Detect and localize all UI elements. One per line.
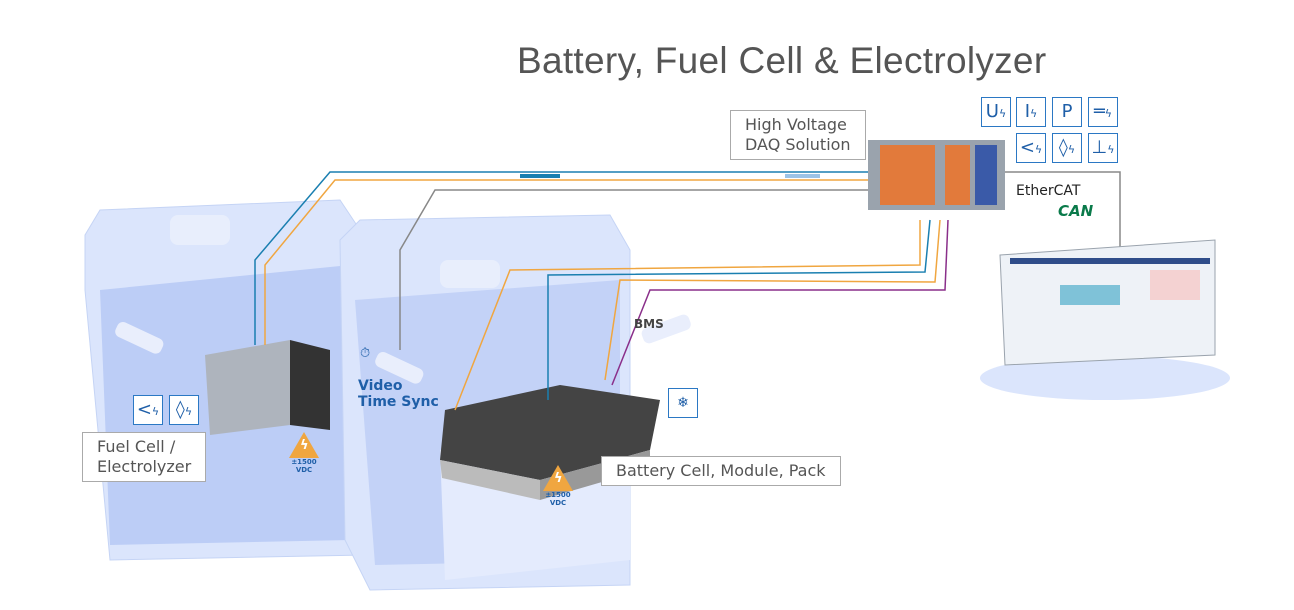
daq-label-line2: DAQ Solution bbox=[745, 135, 851, 154]
fuel-cell-label-line1: Fuel Cell / bbox=[97, 437, 176, 456]
stopwatch-icon: ⏱ bbox=[360, 346, 371, 361]
daq-label-line1: High Voltage bbox=[745, 115, 847, 134]
camera-icon bbox=[115, 314, 691, 384]
high-voltage-warning-icon: ϟ±1500 VDC bbox=[282, 432, 326, 474]
video-label-line2: Time Sync bbox=[358, 394, 439, 410]
video-label-line1: Video bbox=[358, 378, 403, 394]
bms-label: BMS bbox=[634, 317, 664, 331]
thermocouple-icon: <ϟ bbox=[1016, 133, 1046, 163]
current-icon: Iϟ bbox=[1016, 97, 1046, 127]
fuel-cell-stack bbox=[205, 340, 330, 435]
fuel-cell-label: Fuel Cell / Electrolyzer bbox=[82, 432, 207, 482]
cables bbox=[254, 171, 1121, 411]
temperature-chamber-icon: ❄ bbox=[668, 388, 698, 418]
can-logo: CAN bbox=[1058, 202, 1094, 220]
high-voltage-warning-icon: ϟ±1500 VDC bbox=[536, 465, 580, 507]
battery-label: Battery Cell, Module, Pack bbox=[601, 456, 841, 486]
fuel-cell-label-line2: Electrolyzer bbox=[97, 457, 192, 476]
strain-icon: ◊ϟ bbox=[169, 395, 199, 425]
capacitor-icon: ═ϟ bbox=[1088, 97, 1118, 127]
ethercat-logo: EtherCAT bbox=[1016, 183, 1081, 199]
thermocouple-icon: <ϟ bbox=[133, 395, 163, 425]
strain-icon: ◊ϟ bbox=[1052, 133, 1082, 163]
monitor bbox=[980, 239, 1230, 400]
daq-device bbox=[868, 140, 1005, 210]
video-time-sync-label: Video Time Sync bbox=[358, 378, 439, 410]
page-title: Battery, Fuel Cell & Electrolyzer bbox=[517, 40, 1047, 81]
daq-label: High Voltage DAQ Solution bbox=[730, 110, 866, 160]
resistance-icon: ⊥ϟ bbox=[1088, 133, 1118, 163]
power-icon: P bbox=[1052, 97, 1082, 127]
voltage-icon: Uϟ bbox=[981, 97, 1011, 127]
